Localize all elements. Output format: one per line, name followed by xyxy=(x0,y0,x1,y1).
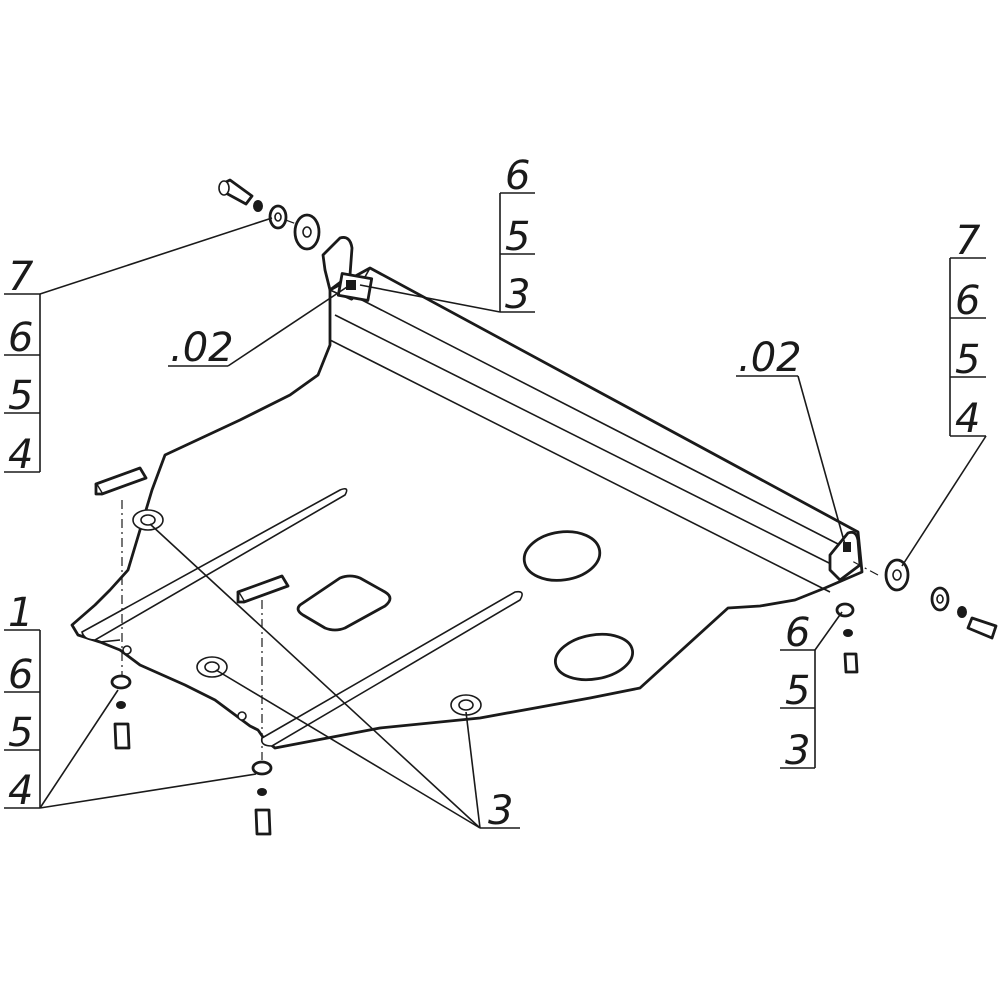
callout-left-7: 7 xyxy=(8,254,34,300)
callout-top-3: 3 xyxy=(505,272,530,318)
hardware-bottom-left xyxy=(110,674,273,836)
callout-top-5: 5 xyxy=(505,214,530,260)
hardware-right-bottom xyxy=(835,602,859,674)
bracket-right xyxy=(828,530,862,582)
callout-right-6: 6 xyxy=(955,278,980,324)
callout-bottom-left-1: 1 xyxy=(8,590,33,636)
callout-leaders xyxy=(4,192,987,829)
plate-openings xyxy=(296,530,634,682)
bracket-left xyxy=(321,236,374,302)
callout-bottom-left-6: 6 xyxy=(8,652,33,698)
callout-bottom-right-5: 5 xyxy=(785,668,810,714)
callout-part-left: .02 xyxy=(170,325,234,371)
callout-bottom-center-3: 3 xyxy=(488,788,513,834)
callout-bottom-right-6: 6 xyxy=(785,610,810,656)
hardware-top xyxy=(218,178,321,251)
spacer-plates xyxy=(94,466,290,604)
skid-plate xyxy=(70,266,864,750)
callout-bottom-left-5: 5 xyxy=(8,710,33,756)
callout-part-right: .02 xyxy=(738,335,802,381)
callout-top-6: 6 xyxy=(505,153,530,199)
callout-labels: 7 6 5 4 6 5 3 .02 .02 7 6 5 4 1 6 5 4 6 … xyxy=(8,153,981,834)
callout-right-7: 7 xyxy=(955,218,981,264)
callout-right-5: 5 xyxy=(955,337,980,383)
mount-holes xyxy=(122,509,482,721)
callout-bottom-right-3: 3 xyxy=(785,728,810,774)
stiffening-ribs xyxy=(81,488,523,747)
hardware-right xyxy=(884,558,998,640)
callout-right-4: 4 xyxy=(955,396,980,442)
callout-bottom-left-4: 4 xyxy=(8,768,33,814)
callout-left-5: 5 xyxy=(8,373,33,419)
callout-left-4: 4 xyxy=(8,432,33,478)
callout-left-6: 6 xyxy=(8,315,33,361)
